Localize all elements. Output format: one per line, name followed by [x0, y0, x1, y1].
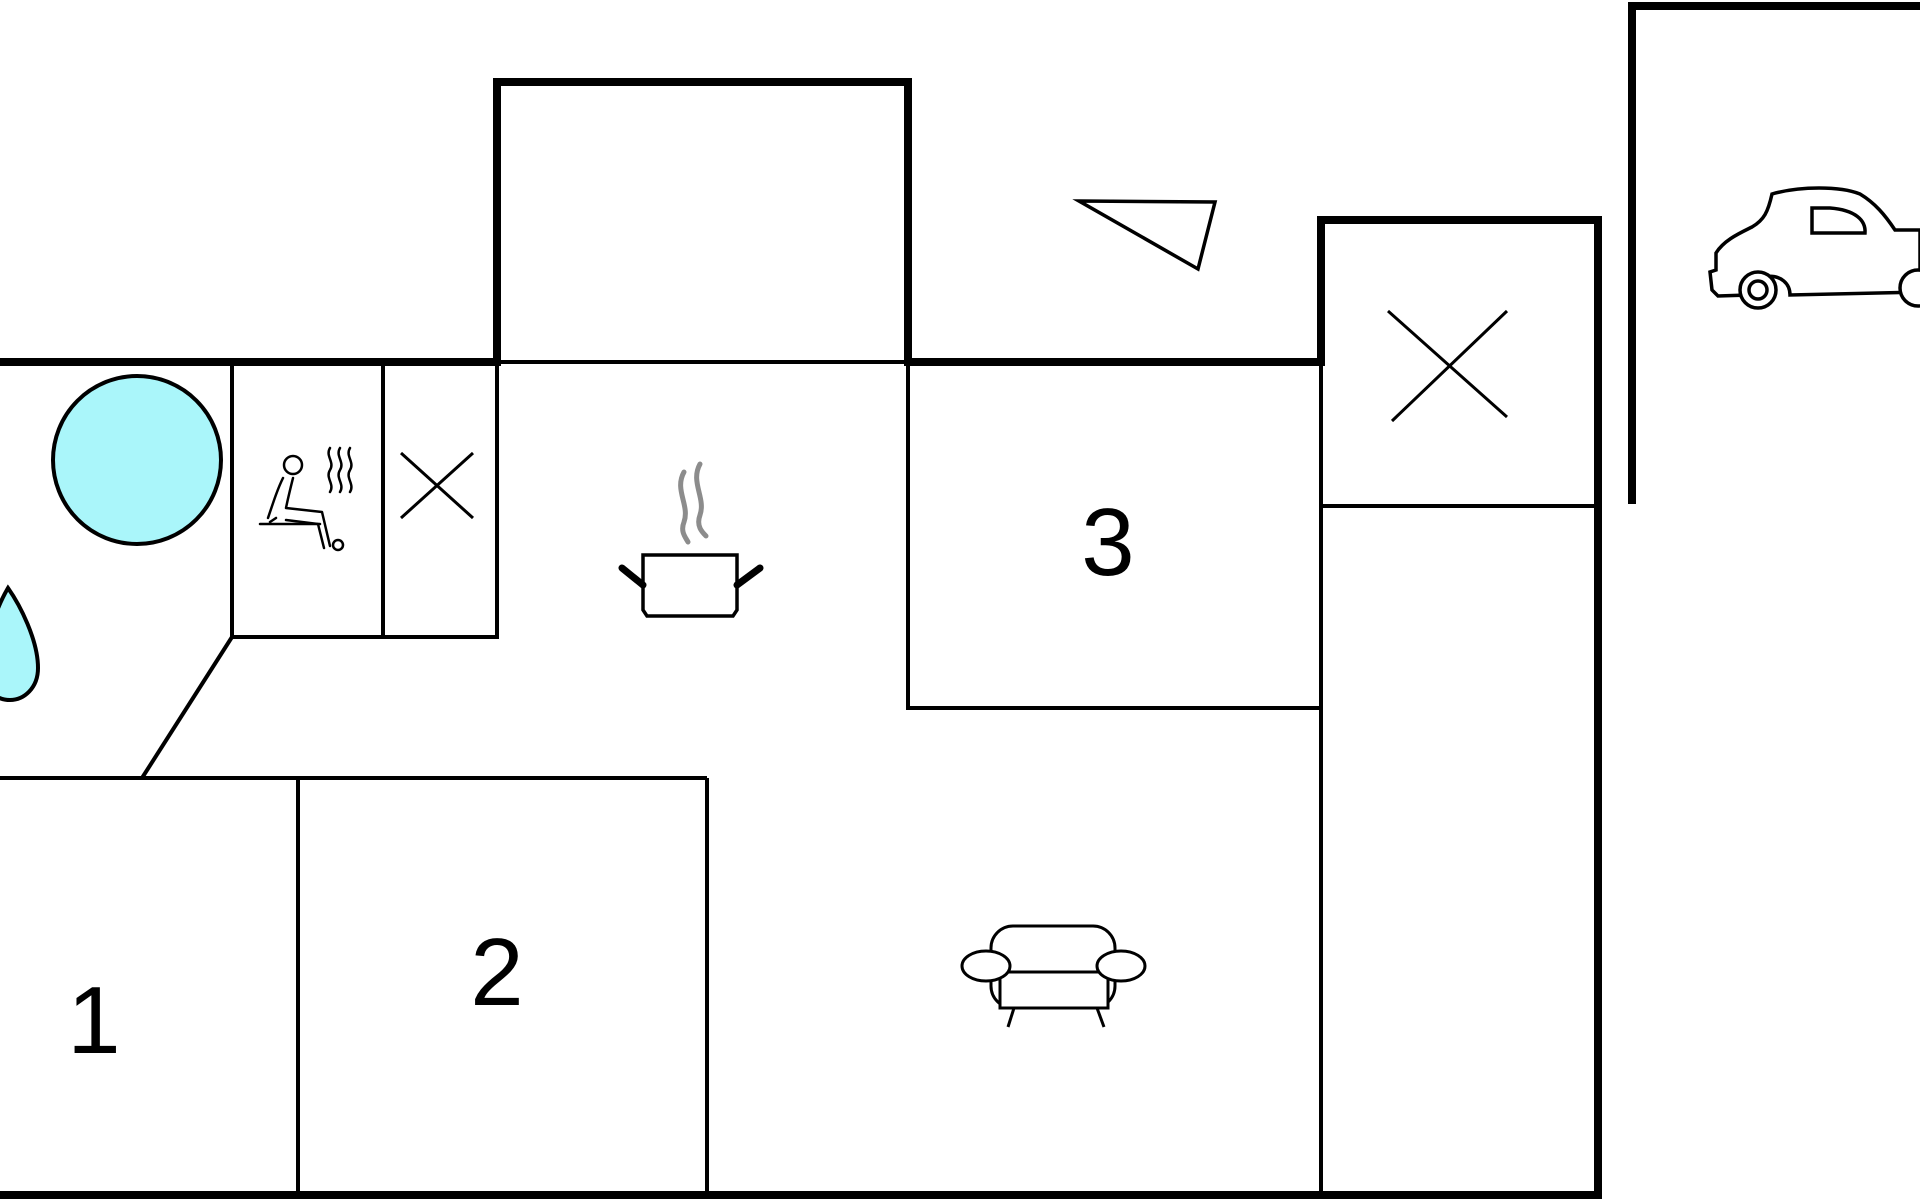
sofa-icon — [960, 924, 1147, 1028]
room-label-3: 3 — [1081, 489, 1134, 596]
toilet-cross-icon-2 — [1387, 309, 1509, 423]
kitchen-pot-icon — [618, 461, 764, 618]
sauna-icon — [258, 446, 353, 552]
toilet-cross-icon — [399, 451, 475, 520]
shower-icon — [0, 584, 41, 703]
interior-walls — [0, 360, 1598, 1195]
hot-tub-icon — [51, 374, 223, 546]
terrace-marker-icon — [1072, 199, 1218, 272]
room-label-1: 1 — [67, 967, 120, 1074]
room-label-2: 2 — [470, 919, 523, 1026]
carport-car-icon — [1708, 186, 1920, 310]
